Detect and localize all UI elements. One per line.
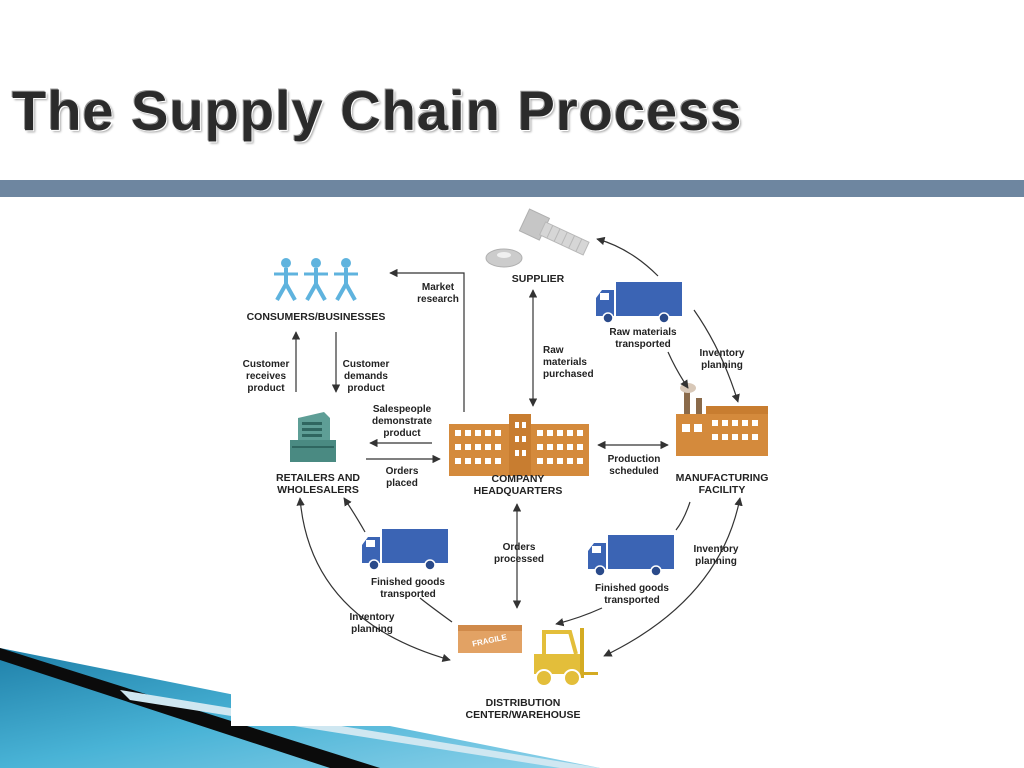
title-divider-bar	[0, 180, 1024, 197]
salespeople-line3: product	[383, 428, 421, 439]
slide-title: The Supply Chain Process	[12, 79, 743, 142]
manufacturing-label-line2: FACILITY	[699, 484, 746, 496]
hq-label-line1: COMPANY	[492, 473, 545, 485]
raw-transported-line1: Raw materials	[609, 327, 677, 338]
hq-label-line2: HEADQUARTERS	[474, 485, 563, 497]
customer-demands-line2: demands	[344, 371, 388, 382]
distribution-label-line1: DISTRIBUTION	[486, 697, 561, 709]
orders-placed-text: Orders placed	[386, 466, 419, 489]
salespeople-line2: demonstrate	[372, 416, 432, 427]
finished-right-line2: transported	[604, 595, 660, 606]
consumers-label: CONSUMERS/BUSINESSES	[247, 311, 386, 323]
finished-left-line1: Finished goods	[371, 577, 445, 588]
customer-receives-line1: Customer	[243, 359, 290, 370]
fragile-box-icon: FRAGILE	[458, 625, 522, 653]
customer-receives-line2: receives	[246, 371, 286, 382]
salespeople-text: Salespeople demonstrate product	[372, 404, 432, 439]
bolt-nut-icon	[485, 208, 590, 268]
finished-right-text: Finished goods transported	[595, 583, 669, 606]
forklift-icon	[534, 628, 598, 687]
finished-left-line2: transported	[380, 589, 436, 600]
inventory-planning-left-line2: planning	[351, 624, 393, 635]
orders-processed-line1: Orders	[503, 542, 536, 553]
production-scheduled-line1: Production	[608, 454, 661, 465]
inventory-planning-top-line1: Inventory	[699, 348, 744, 359]
customer-demands-line1: Customer	[343, 359, 390, 370]
orders-processed-line2: processed	[494, 554, 544, 565]
orders-processed-text: Orders processed	[494, 542, 544, 565]
manufacturing-label-line1: MANUFACTURING	[676, 472, 769, 484]
production-scheduled-text: Production scheduled	[608, 454, 661, 477]
inventory-planning-right-line2: planning	[695, 556, 737, 567]
finished-right-line1: Finished goods	[595, 583, 669, 594]
market-research-arrow	[389, 268, 465, 412]
market-research-line1: Market	[422, 282, 455, 293]
finished-goods-right-arrow	[555, 607, 603, 627]
salespeople-line1: Salespeople	[373, 404, 432, 415]
customer-receives-line3: product	[247, 383, 285, 394]
market-research-line2: research	[417, 294, 459, 305]
supplier-label: SUPPLIER	[512, 273, 565, 285]
inventory-planning-top-arrow	[693, 309, 740, 403]
supplier-arc-arrow	[596, 236, 659, 277]
raw-materials-to-factory-arrow	[667, 351, 689, 389]
customer-demands-line3: product	[347, 383, 385, 394]
inventory-planning-left-line1: Inventory	[349, 612, 394, 623]
customer-receives-text: Customer receives product	[243, 359, 290, 394]
inventory-planning-right-line1: Inventory	[693, 544, 738, 555]
raw-purchased-text: Raw materials purchased	[543, 345, 594, 380]
cash-register-icon	[290, 412, 336, 462]
distribution-label-line2: CENTER/WAREHOUSE	[466, 709, 581, 721]
inventory-planning-right-text: Inventory planning	[693, 544, 738, 567]
retailers-label-line2: WHOLESALERS	[277, 484, 359, 496]
finished-left-text: Finished goods transported	[371, 577, 445, 600]
raw-purchased-line2: materials	[543, 357, 587, 368]
people-icon	[274, 258, 358, 301]
retailers-label-line1: RETAILERS AND	[276, 472, 360, 484]
orders-placed-line1: Orders	[386, 466, 419, 477]
flow-arrows	[291, 236, 743, 662]
raw-transported-line2: transported	[615, 339, 671, 350]
inventory-planning-right-arrow	[603, 497, 743, 657]
raw-purchased-line1: Raw	[543, 345, 564, 356]
company-headquarters-building-icon	[449, 414, 589, 476]
raw-transported-text: Raw materials transported	[609, 327, 677, 350]
raw-purchased-line3: purchased	[543, 369, 594, 380]
factory-icon	[676, 383, 768, 456]
production-scheduled-line2: scheduled	[609, 466, 658, 477]
inventory-planning-top-text: Inventory planning	[699, 348, 744, 371]
inventory-planning-top-line2: planning	[701, 360, 743, 371]
inventory-planning-left-arrow	[296, 497, 451, 662]
orders-placed-line2: placed	[386, 478, 418, 489]
truck-icon	[596, 282, 682, 324]
customer-demands-text: Customer demands product	[343, 359, 390, 394]
market-research-text: Market research	[417, 282, 459, 305]
inventory-planning-left-text: Inventory planning	[349, 612, 394, 635]
